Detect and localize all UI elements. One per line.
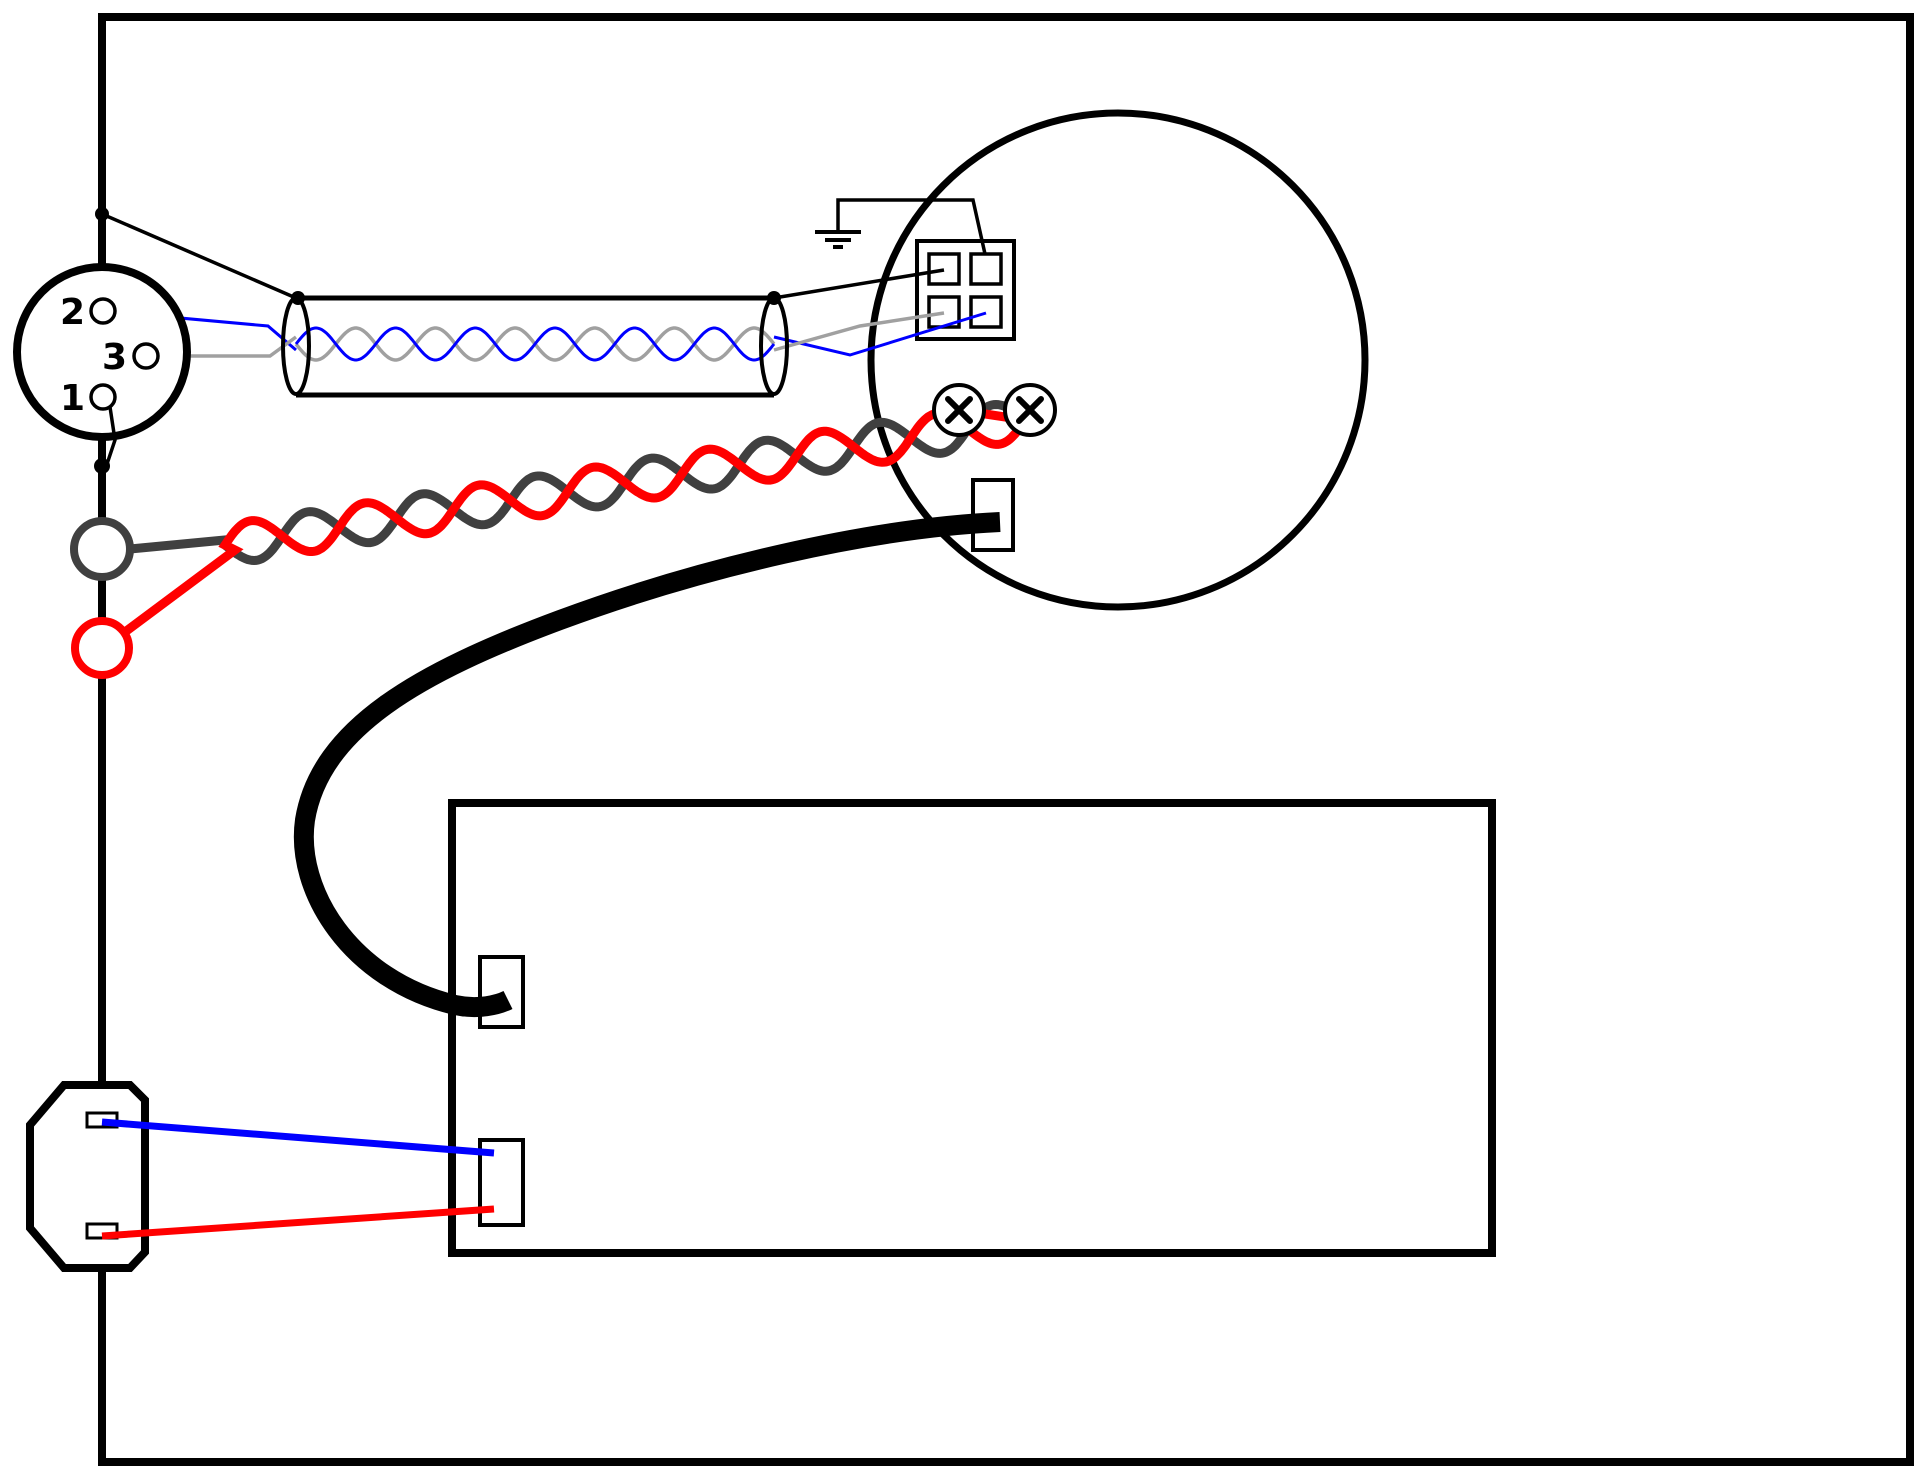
shield-output-wire xyxy=(773,268,945,300)
shielded-cable xyxy=(296,295,774,398)
xlr-input-connector: 2 3 1 xyxy=(13,263,191,441)
speaker-binding-post-negative xyxy=(70,517,134,581)
xlr-pin-3 xyxy=(132,342,160,370)
shield-junction-dot xyxy=(95,207,109,221)
driver-terminal-positive xyxy=(932,383,986,437)
xlr-pin-1 xyxy=(89,383,117,411)
mains-wire-neutral xyxy=(101,1118,495,1157)
ground-symbol xyxy=(815,198,987,255)
speaker-wire-positive xyxy=(120,405,1033,637)
module-terminal-signal xyxy=(478,955,525,1029)
enclosure-outline xyxy=(98,13,1914,1466)
ground-junction-dot xyxy=(94,458,110,474)
xlr-pin-3-label: 3 xyxy=(102,337,127,378)
signal-wire-hot xyxy=(294,326,776,362)
driver-input-connector xyxy=(915,239,1016,341)
amplifier-module xyxy=(448,799,1496,1257)
shield-drain-wire xyxy=(101,212,297,300)
xlr-pin-2-label: 2 xyxy=(60,292,85,333)
cable-shield-dot-left xyxy=(291,291,305,305)
signal-wire-cold-output xyxy=(773,311,945,352)
driver-terminal-negative xyxy=(1003,383,1057,437)
iec-mains-inlet xyxy=(26,1081,149,1272)
mains-wire-live xyxy=(101,1205,495,1240)
speaker-driver xyxy=(867,109,1369,611)
xlr-pin-1-label: 1 xyxy=(60,378,85,419)
cable-shield-dot-right xyxy=(767,291,781,305)
driver-to-module-cable xyxy=(293,512,1001,1018)
xlr-pin1-ground-wire xyxy=(103,406,117,471)
xlr-pin-2 xyxy=(89,297,117,325)
speaker-binding-post-positive xyxy=(71,617,133,679)
